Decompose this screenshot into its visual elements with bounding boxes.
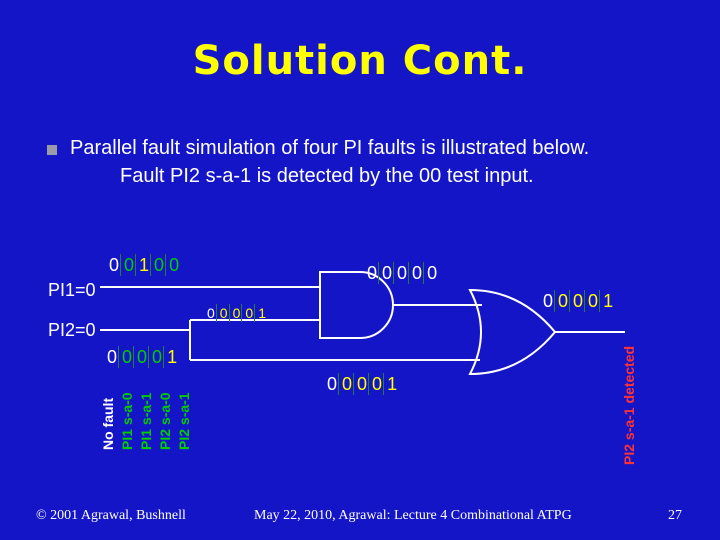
bit-0: 0 [107,347,118,367]
fault-label-4: PI2 s-a-1 [176,392,192,450]
bit-0: 0 [367,263,378,283]
bit-2: 0 [228,304,242,322]
fault-label-0: No fault [100,397,116,450]
bit-1: 0 [120,254,135,276]
bit-4: 1 [254,304,267,322]
bullet-text: Parallel fault simulation of four PI fau… [70,134,710,190]
bit-2: 1 [135,254,150,276]
bit-1: 0 [118,346,133,368]
bit-2: 0 [353,373,368,395]
bit-3: 0 [408,262,423,284]
and-gate [319,271,394,339]
bit-1: 0 [215,304,229,322]
bit-2: 0 [133,346,148,368]
fault-label-2: PI1 s-a-1 [138,392,154,450]
bullet-marker [47,145,57,155]
pi2-label: PI2=0 [48,320,96,340]
bit-3: 0 [368,373,383,395]
fault-label-3: PI2 s-a-0 [157,392,173,450]
bit-4: 1 [163,346,178,368]
bit-4: 1 [599,290,614,312]
bullet-line-1: Parallel fault simulation of four PI fau… [70,137,590,159]
bit-0: 0 [543,291,554,311]
bit-4: 1 [383,373,398,395]
pi1-label: PI1=0 [48,280,96,300]
or-gate [468,288,557,376]
bit-2: 0 [569,290,584,312]
bit-3: 0 [148,346,163,368]
page-number: 27 [668,508,682,523]
bit-0: 0 [109,255,120,275]
detected-label: PI2 s-a-1 detected [621,345,637,465]
footer-copyright: © 2001 Agrawal, Bushnell [36,508,186,523]
slide-title: Solution Cont. [192,38,528,84]
bit-2: 0 [393,262,408,284]
bit-3: 0 [584,290,599,312]
bullet-line-2: Fault PI2 s-a-1 is detected by the 00 te… [120,165,534,187]
bit-4: 0 [423,262,438,284]
bit-4: 0 [165,254,180,276]
bit-1: 0 [338,373,353,395]
bit-1: 0 [554,290,569,312]
footer-date: May 22, 2010, Agrawal: Lecture 4 Combina… [254,508,572,523]
bit-3: 0 [150,254,165,276]
bit-0: 0 [327,374,338,394]
bit-3: 0 [241,304,254,322]
fault-label-1: PI1 s-a-0 [119,392,135,450]
bit-0: 0 [207,305,215,321]
bit-1: 0 [378,262,393,284]
